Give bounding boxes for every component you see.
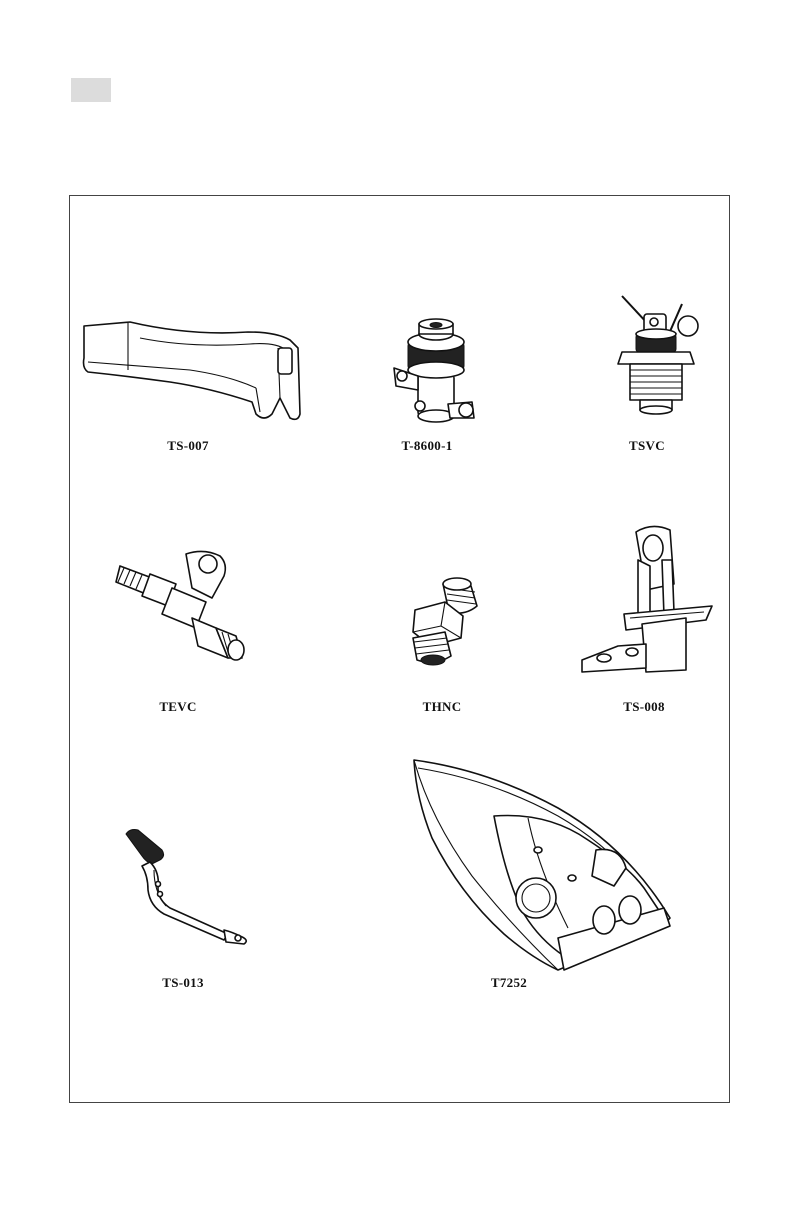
bracket-illustration xyxy=(578,520,718,674)
lever-illustration xyxy=(120,826,252,944)
part-tevc-drawing xyxy=(116,548,254,666)
part-t-8600-1-label: T-8600-1 xyxy=(401,438,452,454)
part-thnc-drawing xyxy=(405,576,485,666)
page-tab-marker xyxy=(71,78,111,102)
hex-nipple-illustration xyxy=(405,576,485,666)
part-t7252-label: T7252 xyxy=(491,975,527,991)
part-ts-007-label: TS-007 xyxy=(167,438,209,454)
part-ts-008-drawing xyxy=(578,520,718,674)
handle-illustration xyxy=(80,318,305,428)
part-tsvc-label: TSVC xyxy=(629,438,665,454)
part-tsvc-drawing xyxy=(608,292,706,420)
part-t-8600-1-drawing xyxy=(388,320,480,428)
part-ts-013-drawing xyxy=(120,826,252,944)
part-ts-013-label: TS-013 xyxy=(162,975,204,991)
valve-knob-illustration xyxy=(388,320,480,428)
part-ts-007-drawing xyxy=(80,318,305,428)
part-t7252-drawing xyxy=(408,758,672,974)
safety-valve-illustration xyxy=(608,292,706,420)
tee-valve-illustration xyxy=(116,548,254,666)
part-ts-008-label: TS-008 xyxy=(623,699,665,715)
part-thnc-label: THNC xyxy=(423,699,462,715)
part-tevc-label: TEVC xyxy=(159,699,196,715)
soleplate-illustration xyxy=(408,758,672,974)
